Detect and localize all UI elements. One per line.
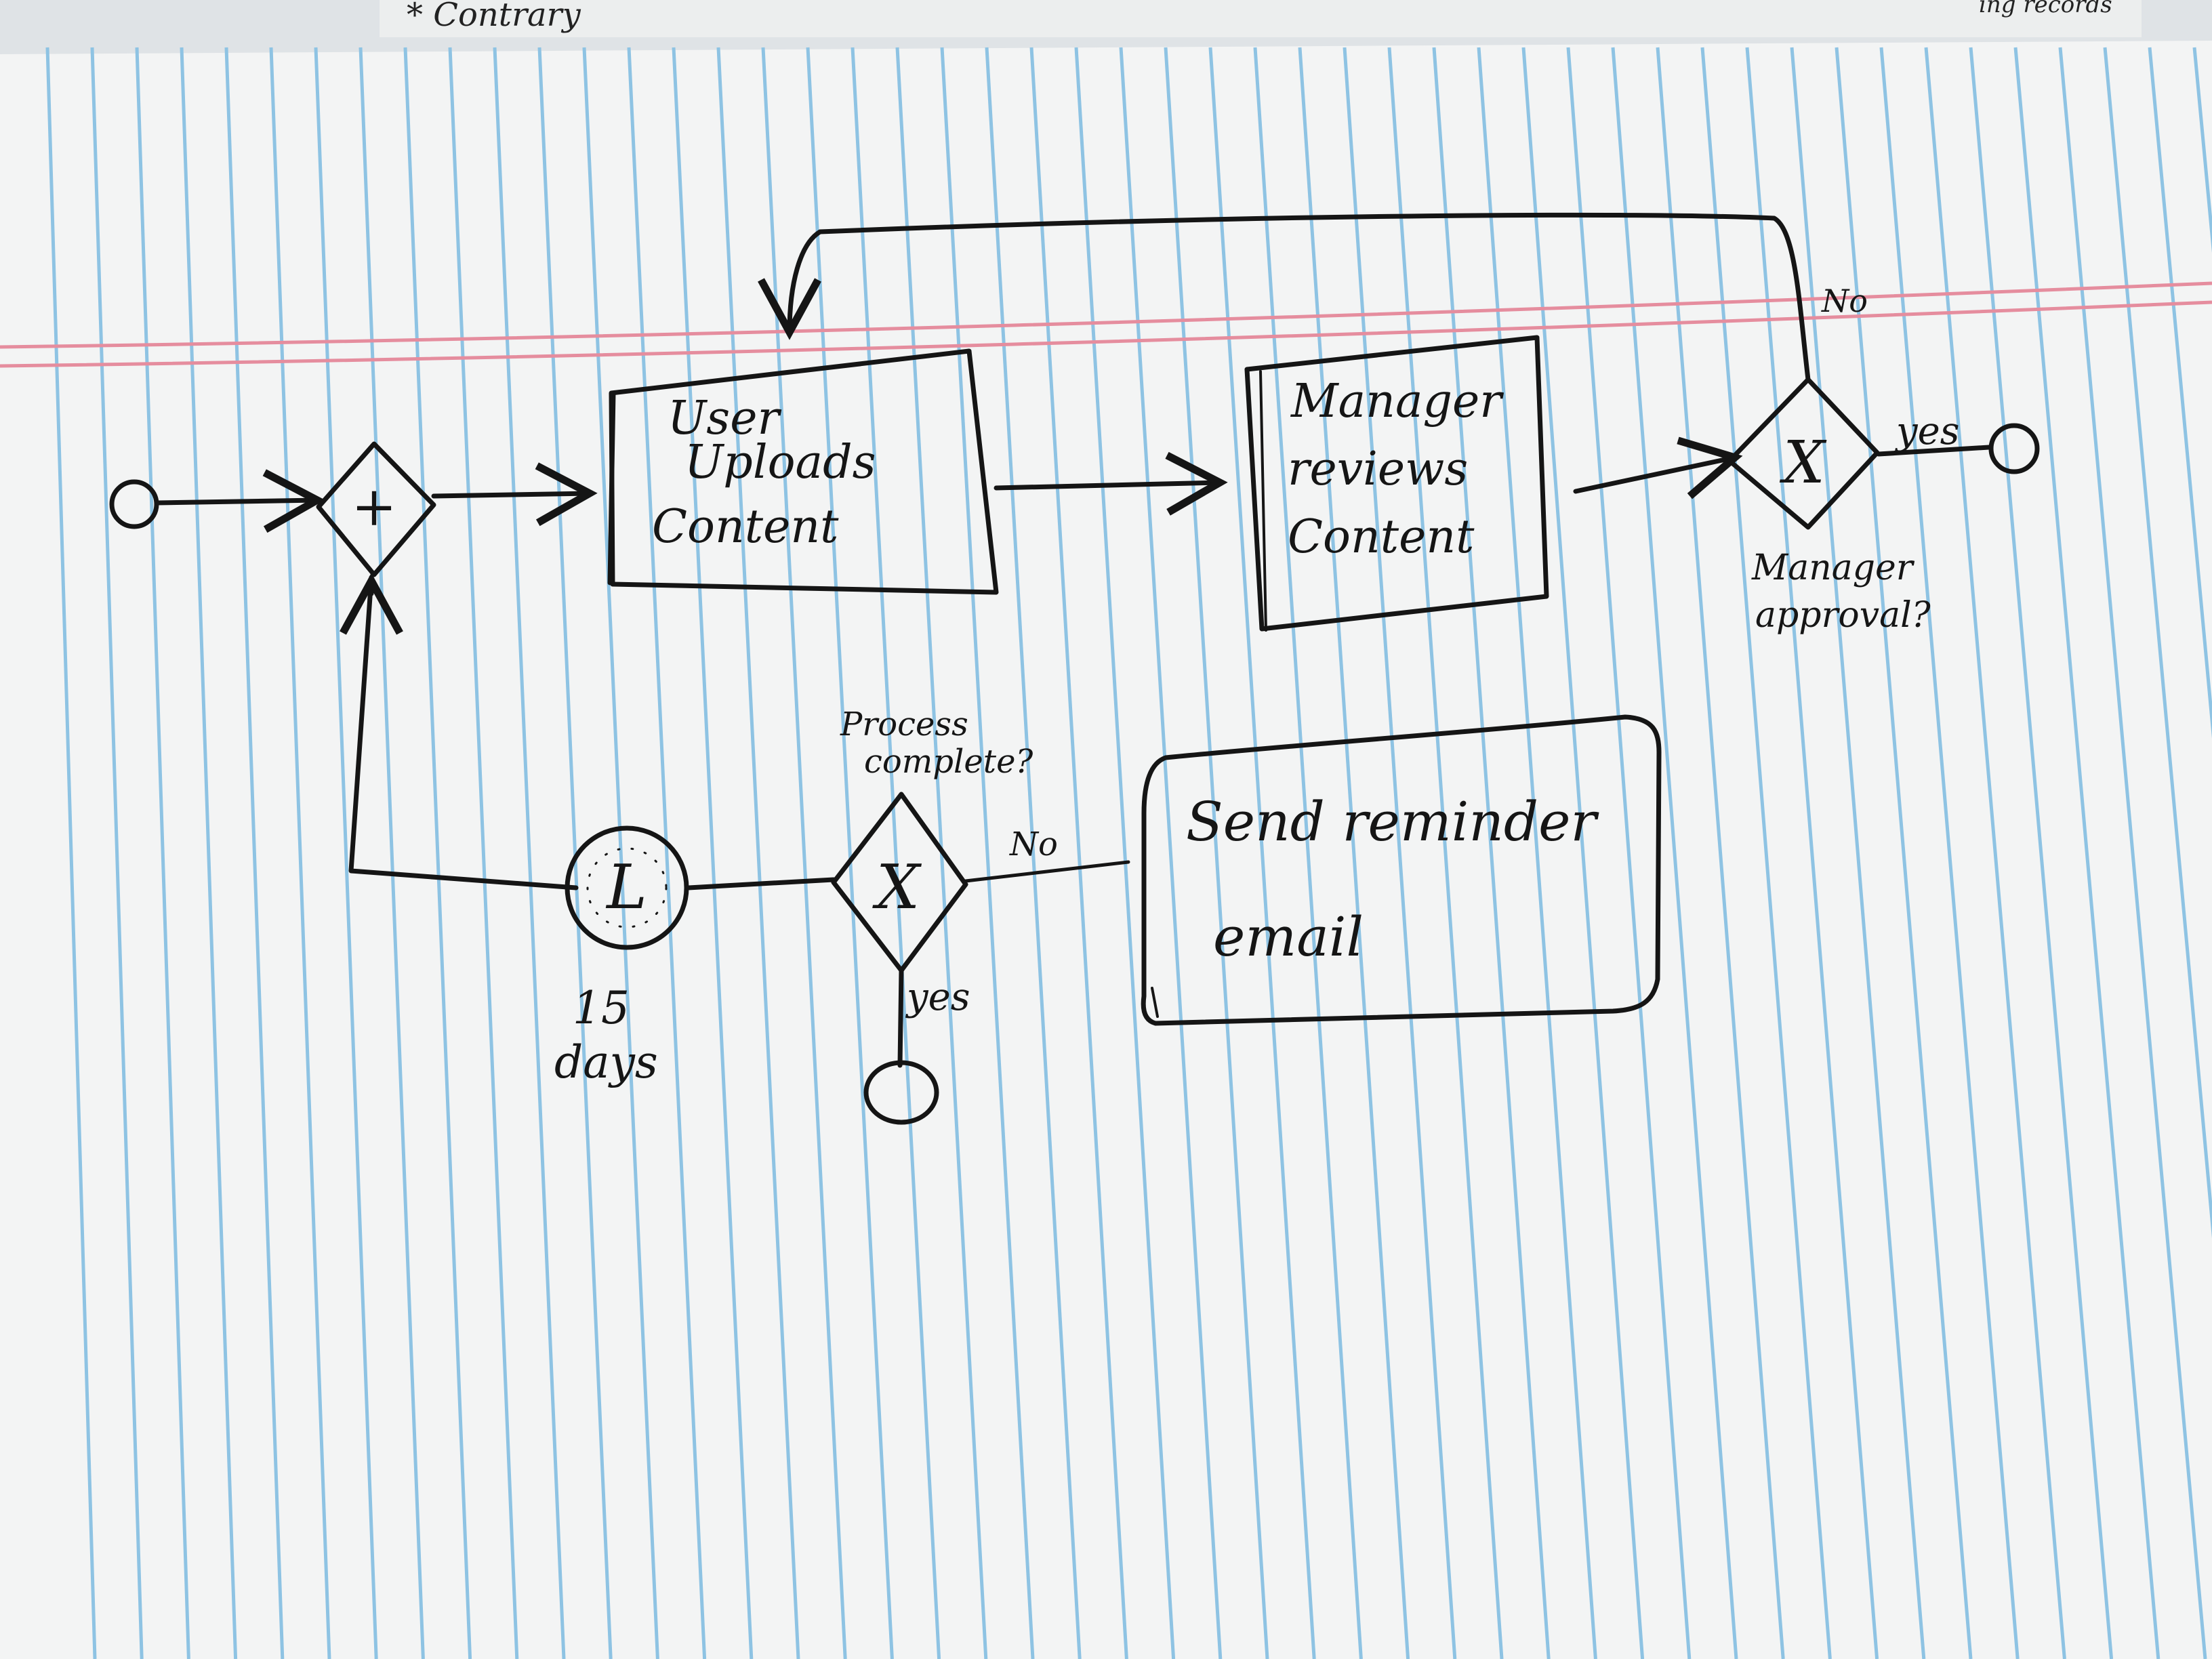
end-event-complete [863, 1060, 939, 1125]
blue-rule-line [269, 47, 331, 1659]
blue-rule-line [582, 47, 659, 1659]
flow-complete-no [964, 860, 1130, 883]
blue-rule-line [1029, 47, 1128, 1659]
blue-rule-line [1164, 47, 1269, 1659]
flow-timer-to-parallel [348, 575, 579, 890]
task-send-reminder-email [1141, 714, 1662, 1026]
complete-gateway-symbol: X [872, 852, 922, 923]
approval-gateway [1727, 377, 1880, 530]
flow-complete-yes [897, 968, 904, 1068]
clock-icon: L [605, 852, 647, 923]
approval-yes-label: yes [1894, 409, 1960, 453]
blue-rule-line [985, 47, 1082, 1659]
timer-event-dots [586, 847, 668, 928]
blue-rule-line [672, 47, 754, 1659]
complete-yes-label: yes [905, 975, 970, 1019]
parallel-gateway-symbol: + [351, 475, 396, 538]
flow-start-to-parallel [155, 469, 325, 533]
complete-no-label: No [1009, 825, 1058, 863]
bpmn-diagram: + X L X [109, 212, 2040, 1125]
task-review-label: Manager reviews Content [1288, 375, 1516, 564]
blue-rule-line [45, 47, 97, 1659]
blue-rule-line [851, 47, 941, 1659]
blue-rule-line [537, 47, 613, 1659]
flow-parallel-to-upload [431, 462, 598, 527]
flow-timer-to-complete [685, 877, 836, 890]
paper-sheet [0, 41, 2212, 1659]
task-upload-edge [607, 390, 616, 586]
task-manager-reviews-content [1244, 335, 1549, 632]
approval-no-label: No [1821, 283, 1868, 319]
blue-rule-line [1969, 47, 2114, 1659]
task-reminder-edge [1151, 987, 1159, 1018]
blue-rule-line [1074, 47, 1176, 1659]
blue-rule-line [1566, 47, 1692, 1659]
blue-rule-line [716, 47, 800, 1659]
blue-rule-line [1432, 47, 1551, 1659]
blue-rules [45, 47, 2212, 1659]
blue-rule-line [135, 47, 190, 1659]
blue-rule-line [1477, 47, 1597, 1659]
blue-rule-line [180, 47, 238, 1659]
approval-gateway-question: Manager approval? [1751, 548, 1931, 636]
approval-gateway-symbol: X [1779, 429, 1827, 497]
background-note-text-left: * Contrary [407, 0, 581, 34]
task-review-double-edge [1259, 370, 1267, 632]
blue-rule-line [1924, 47, 2066, 1659]
blue-rule-line [359, 47, 425, 1659]
flow-approval-no-loop [758, 212, 1811, 382]
background-note-text-right: ing records [1979, 0, 2112, 18]
blue-rule-line [1790, 47, 1926, 1659]
flow-upload-to-review [994, 451, 1228, 516]
flow-review-to-approval [1573, 436, 1743, 499]
blue-rule-line [90, 47, 144, 1659]
complete-gateway-question: Process complete? [840, 705, 1033, 781]
blue-rule-line [2058, 47, 2207, 1659]
blue-rule-line [1611, 47, 1738, 1659]
blue-rule-line [224, 47, 285, 1659]
blue-rule-line [1119, 47, 1223, 1659]
end-event-approved [1988, 423, 2040, 474]
blue-rule-line [493, 47, 566, 1659]
blue-rule-line [1700, 47, 1832, 1659]
blue-rule-line [1745, 47, 1879, 1659]
blue-rule-line [627, 47, 707, 1659]
blue-rule-line [403, 47, 472, 1659]
flow-approval-yes [1876, 445, 1992, 457]
background-note: * Contrary ing records [0, 0, 2212, 61]
blue-rule-line [1387, 47, 1504, 1659]
red-margin-rules [0, 281, 2212, 368]
task-upload-label: User Uploads Content [652, 392, 890, 554]
blue-rule-line [448, 47, 519, 1659]
blue-rule-line [806, 47, 894, 1659]
diagram-labels: User Uploads Content Manager reviews Con… [554, 283, 1960, 1088]
blue-rule-line [940, 47, 1035, 1659]
blue-rule-line [314, 47, 378, 1659]
blue-rule-line [2103, 47, 2212, 1239]
task-reminder-label: Send reminder email [1186, 790, 1614, 968]
timer-duration-label: 15 days [554, 982, 658, 1088]
blue-rule-line [1208, 47, 1316, 1659]
blue-rule-line [1656, 47, 1785, 1659]
blue-rule-line [1521, 47, 1645, 1659]
blue-rule-line [2013, 47, 2160, 1659]
blue-rule-line [2148, 47, 2212, 739]
